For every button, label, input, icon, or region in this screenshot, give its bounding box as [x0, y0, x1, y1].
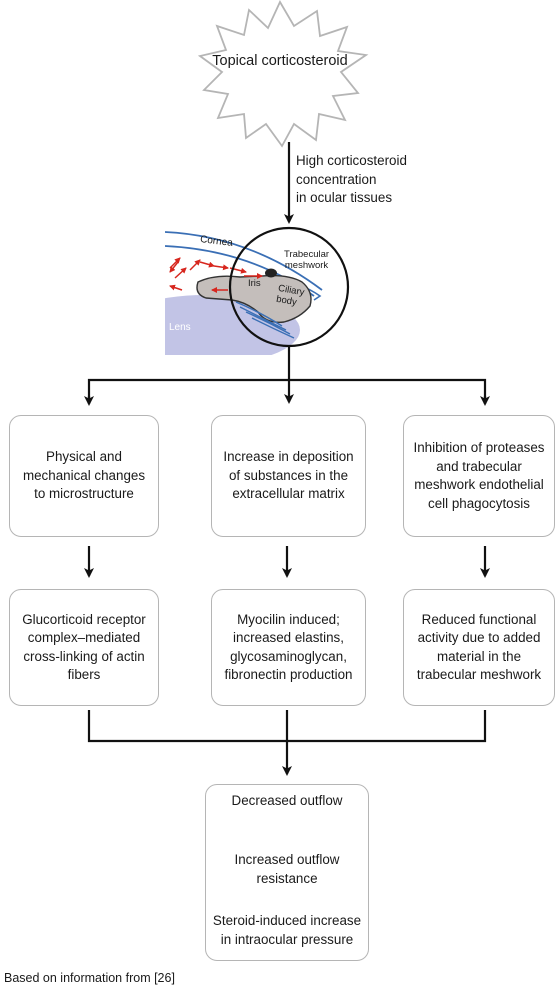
outcome-iop-increase: Steroid-induced increase in intraocular …	[212, 913, 362, 947]
source-note: Based on information from [26]	[4, 971, 175, 985]
process-box-physical: Physical and mechanical changes to micro…	[9, 415, 159, 537]
effect-box-crosslinking: Glucorticoid receptor complex–mediated c…	[9, 589, 159, 706]
starburst-shape	[197, 0, 369, 148]
edge-label: High corticosteroid concentration in ocu…	[296, 152, 407, 208]
outcome-box	[205, 784, 369, 961]
trabecular-label: Trabecular meshwork	[284, 249, 330, 271]
eye-illustration	[165, 226, 350, 355]
effect-box-myocilin: Myocilin induced; increased elastins, gl…	[211, 589, 366, 706]
trabecular-label-line-1: Trabecular	[284, 249, 330, 260]
outcome-decreased-outflow: Decreased outflow	[231, 793, 343, 808]
outcome-increased-resistance: Increased outflow resistance	[234, 852, 340, 886]
edge-label-line-1: High corticosteroid	[296, 153, 407, 168]
zonule-fibers	[235, 301, 295, 339]
trabecular-label-line-2: meshwork	[284, 259, 329, 271]
trabecular-meshwork-dot	[265, 268, 277, 278]
process-box-inhibition: Inhibition of proteases and trabecular m…	[403, 415, 555, 537]
effect-box-reduced-activity: Reduced functional activity due to added…	[403, 589, 555, 706]
ciliary-label: Ciliary body	[275, 283, 305, 309]
edge-label-line-2: concentration	[296, 171, 377, 187]
iris-label: Iris	[248, 278, 261, 289]
cornea-outer	[165, 231, 323, 291]
edge-label-line-3: in ocular tissues	[296, 190, 393, 206]
aqueous-flow-arrows	[169, 257, 263, 293]
lens-label: Lens	[169, 322, 191, 333]
process-box-deposition: Increase in deposition of substances in …	[211, 415, 366, 537]
start-label: Topical corticosteroid	[212, 53, 348, 69]
branch-line-1	[87, 378, 487, 402]
